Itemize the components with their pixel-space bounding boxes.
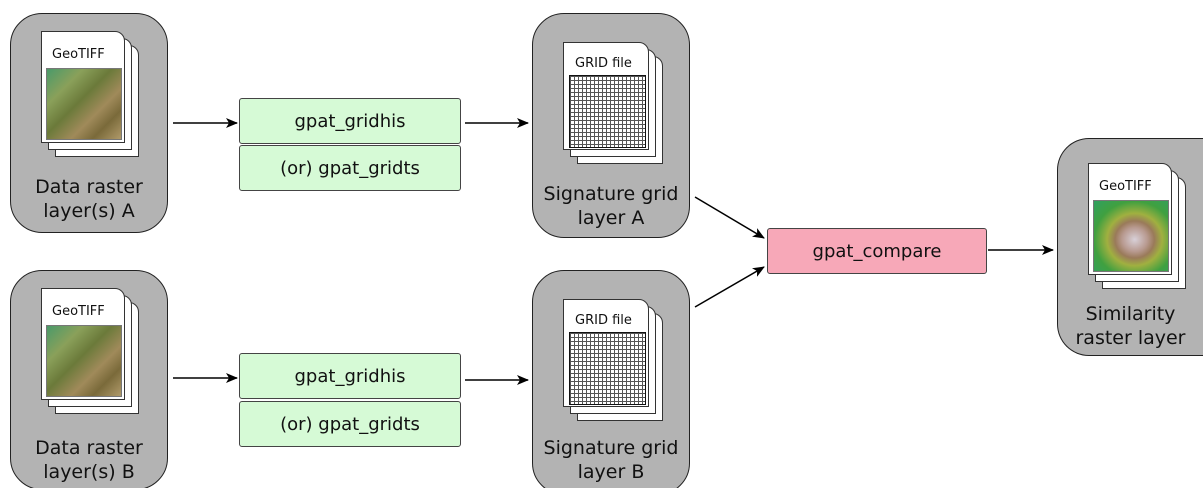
node-label: Signature grid layer B bbox=[533, 436, 689, 484]
node-label: Similarity raster layer bbox=[1058, 302, 1203, 350]
grid-image bbox=[569, 332, 646, 405]
node-label: Data raster layer(s) B bbox=[11, 436, 167, 484]
doc-type-label: GRID file bbox=[575, 313, 632, 328]
document-page: GeoTIFF bbox=[41, 31, 125, 143]
node-label: Signature grid layer A bbox=[533, 182, 689, 230]
node-label-line: layer(s) B bbox=[43, 461, 135, 483]
arrow-signature-a-to-compare bbox=[694, 196, 765, 239]
process-gpat-gridts-b: (or) gpat_gridts bbox=[239, 401, 461, 447]
doc-type-label: GeoTIFF bbox=[1099, 179, 1152, 194]
node-label-line: layer A bbox=[577, 207, 645, 229]
geotiff-document-stack: GeoTIFF bbox=[41, 31, 143, 161]
terrain-map-image bbox=[46, 325, 122, 397]
node-input-b: GeoTIFF Data raster layer(s) B bbox=[10, 270, 168, 488]
node-input-a: GeoTIFF Data raster layer(s) A bbox=[10, 13, 168, 233]
node-similarity: GeoTIFF Similarity raster layer bbox=[1057, 138, 1203, 356]
terrain-map-image bbox=[46, 68, 122, 140]
node-signature-a: GRID file Signature grid layer A bbox=[532, 13, 690, 238]
node-label-line: layer B bbox=[577, 461, 645, 483]
grid-image bbox=[569, 75, 646, 148]
node-signature-b: GRID file Signature grid layer B bbox=[532, 270, 690, 488]
document-page: GRID file bbox=[563, 299, 649, 407]
similarity-map-image bbox=[1093, 200, 1169, 272]
node-label: Data raster layer(s) A bbox=[11, 175, 167, 223]
document-page: GRID file bbox=[563, 42, 649, 150]
grid-document-stack: GRID file bbox=[563, 299, 669, 427]
document-page: GeoTIFF bbox=[41, 288, 125, 400]
process-gpat-gridts-a: (or) gpat_gridts bbox=[239, 145, 461, 191]
process-gpat-compare: gpat_compare bbox=[767, 228, 987, 274]
arrow-signature-b-to-compare bbox=[694, 266, 765, 308]
node-label-line: Similarity bbox=[1085, 303, 1176, 325]
doc-type-label: GeoTIFF bbox=[52, 47, 105, 62]
document-page: GeoTIFF bbox=[1088, 163, 1172, 275]
node-label-line: raster layer bbox=[1075, 327, 1186, 349]
node-label-line: Signature grid bbox=[543, 183, 679, 205]
process-gpat-gridhis-b: gpat_gridhis bbox=[239, 353, 461, 399]
doc-type-label: GRID file bbox=[575, 56, 632, 71]
node-label-line: Signature grid bbox=[543, 437, 679, 459]
node-label-line: layer(s) A bbox=[43, 200, 135, 222]
node-label-line: Data raster bbox=[35, 437, 143, 459]
doc-type-label: GeoTIFF bbox=[52, 304, 105, 319]
node-label-line: Data raster bbox=[35, 176, 143, 198]
process-gpat-gridhis-a: gpat_gridhis bbox=[239, 98, 461, 144]
geotiff-document-stack: GeoTIFF bbox=[1088, 163, 1196, 293]
grid-document-stack: GRID file bbox=[563, 42, 669, 170]
geotiff-document-stack: GeoTIFF bbox=[41, 288, 143, 418]
